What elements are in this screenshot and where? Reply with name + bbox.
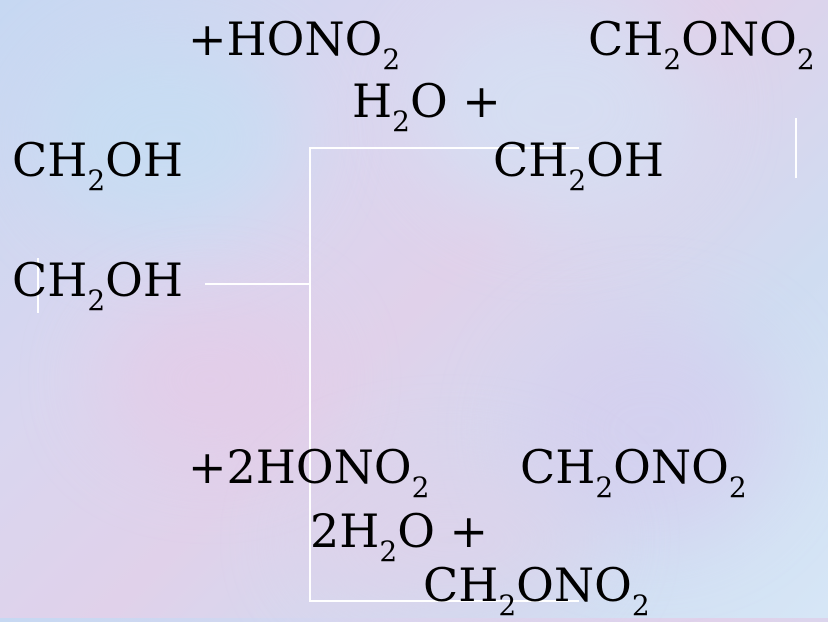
reactant-bottom: CH2OH: [12, 253, 183, 317]
bg-blob: [40, 40, 300, 240]
reaction2-reagent: +2HONO2: [188, 440, 430, 504]
reactant-top: CH2OH: [12, 133, 183, 197]
reaction2-byproduct: 2H2O +: [310, 504, 489, 568]
reactant-connector: [205, 283, 310, 285]
reaction2-product-top: CH2ONO2: [520, 440, 747, 504]
reaction2-product-bottom: CH2ONO2: [423, 558, 650, 622]
reaction1-product-bottom: CH2OH: [493, 133, 664, 197]
bracket-right-line: [795, 118, 797, 178]
bg-blob: [100, 300, 320, 460]
reaction1-byproduct: H2O +: [352, 74, 501, 138]
reaction1-product-top: CH2ONO2: [588, 12, 815, 76]
reactant-bracket-line: [37, 258, 39, 313]
bg-blob: [420, 0, 700, 220]
bg-blob: [300, 460, 600, 620]
branch-vertical-line: [309, 147, 311, 602]
reaction1-reagent: +HONO2: [188, 12, 401, 76]
arrow-top-line: [309, 147, 579, 149]
arrow-bottom-line: [309, 600, 579, 602]
